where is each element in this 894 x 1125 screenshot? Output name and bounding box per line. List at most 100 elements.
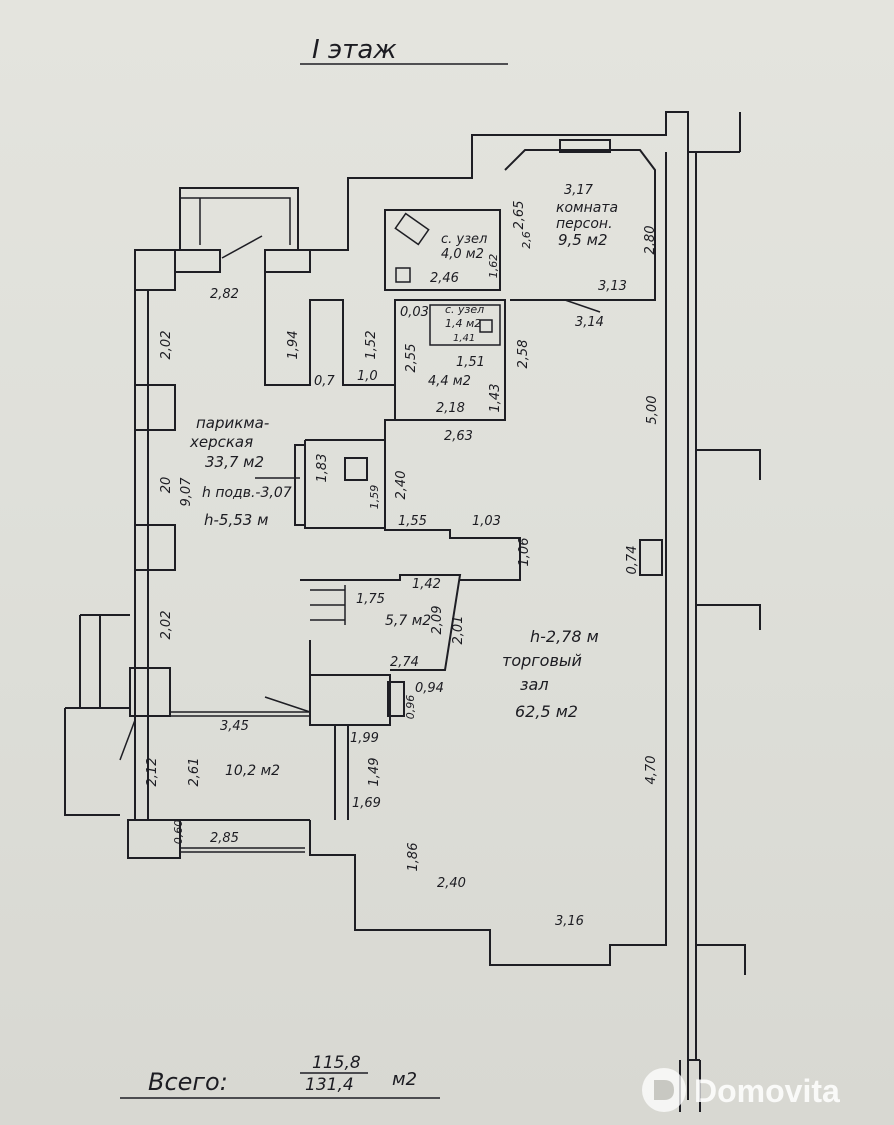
wc-big-name: с. узел [441, 232, 487, 247]
staff-window [559, 139, 611, 153]
room10-window [180, 847, 305, 853]
staff-door [564, 299, 601, 313]
pillar-bottom [129, 667, 171, 717]
entrance-step-left [174, 249, 221, 273]
dim-label: 1,94 [286, 331, 301, 360]
dim-label: 1,59 [368, 485, 381, 510]
sales-hall-area: 62,5 м2 [515, 702, 578, 721]
sales-hall-name-2: зал [520, 675, 549, 694]
hairdresser-right-wall [264, 272, 521, 581]
top-entrance [180, 197, 291, 245]
wc-small-area: 1,4 м2 [445, 317, 481, 330]
dim-label: 3,45 [220, 719, 249, 734]
dim-label: 2,85 [210, 831, 239, 846]
dim-label: 2,82 [210, 287, 239, 302]
dim-label: 2,12 [145, 758, 160, 787]
hairdresser-name-1: парикма- [196, 414, 269, 432]
dim-label: 20 [159, 477, 174, 494]
dim-label: 1,43 [488, 384, 503, 413]
dim-label: 2,80 [643, 226, 658, 255]
hairdresser-basement-height: h подв.-3,07 [202, 485, 292, 501]
dim-label: 1,69 [352, 796, 381, 811]
room-10-area: 10,2 м2 [225, 763, 280, 779]
dim-label: 3,14 [575, 315, 604, 330]
watermark-text: Domovita [694, 1073, 840, 1109]
hairdresser-name-2: херская [189, 433, 253, 451]
dim-label: 3,13 [598, 279, 627, 294]
dim-label: 4,70 [644, 756, 659, 785]
dim-label: 1,62 [487, 254, 500, 279]
dim-label: 2,74 [390, 655, 419, 670]
dim-label: 1,0 [357, 369, 378, 384]
dim-label: 1,06 [517, 538, 532, 567]
toilet-icon [395, 267, 411, 283]
sales-hall-height: h-2,78 м [530, 627, 599, 646]
stair-room-area: 5,7 м2 [385, 613, 431, 629]
corridor-area: 4,4 м2 [428, 374, 471, 389]
dim-label: 1,86 [406, 843, 421, 872]
staff-room-name-1: комната [556, 200, 618, 216]
dim-label: 0,03 [400, 305, 429, 320]
dim-label: 9,07 [179, 477, 194, 507]
wc-big-area: 4,0 м2 [441, 247, 484, 262]
total-area-bottom: 131,4 [305, 1075, 354, 1095]
corridor-outline [394, 299, 506, 421]
room10-right-wall [334, 725, 349, 820]
hall-block [309, 640, 391, 726]
left-exterior-wall [134, 250, 149, 820]
bathtub-icon [394, 212, 430, 246]
porch-outline [64, 614, 130, 816]
dim-label: 2,02 [159, 611, 174, 640]
dim-label: 2,58 [516, 340, 531, 369]
dim-label: 1,42 [412, 577, 441, 592]
stair-room-wall [300, 574, 462, 671]
dim-label: 0,96 [404, 695, 417, 720]
entrance-step-right [264, 249, 311, 273]
dim-label: 3,17 [564, 183, 594, 198]
hairdresser-area: 33,7 м2 [205, 453, 264, 471]
dim-label: 1,83 [315, 454, 330, 483]
dim-label: 1,75 [356, 592, 385, 607]
sales-hall-name-1: торговый [502, 651, 582, 670]
dim-label: 1,52 [364, 331, 379, 360]
column [639, 539, 663, 576]
dim-label: 5,00 [645, 396, 660, 425]
dim-label: 2,55 [404, 344, 419, 373]
stair-box [294, 439, 385, 529]
wc-big-outline [384, 209, 501, 291]
niche [387, 681, 405, 717]
dim-label: 2,40 [437, 876, 466, 891]
watermark-d-glyph [654, 1080, 674, 1100]
chimney [344, 457, 368, 481]
dim-label: 1,99 [350, 731, 379, 746]
dim-label: 1,41 [453, 333, 475, 344]
dim-label: 2,02 [159, 331, 174, 360]
dim-label: 2,18 [436, 401, 465, 416]
dim-label: 0,74 [625, 546, 640, 575]
dim-label: 1,55 [398, 514, 427, 529]
dim-label: 2,65 [512, 201, 527, 230]
pillar-mid [134, 384, 176, 431]
dim-label: 2,01 [451, 616, 466, 645]
right-corridor-wall [679, 112, 761, 1112]
dim-label: 1,49 [367, 758, 382, 787]
dim-label: 1,03 [472, 514, 501, 529]
dim-label: 2,61 [187, 758, 202, 787]
total-area-top: 115,8 [312, 1053, 361, 1073]
dim-label: 2,63 [444, 429, 473, 444]
sink-icon [479, 319, 493, 333]
pillar-top [134, 249, 176, 291]
room10-door [119, 719, 136, 761]
dim-label: 2,46 [430, 271, 459, 286]
stairs [310, 585, 346, 625]
total-label: Всего: [148, 1068, 228, 1096]
interior-door [264, 696, 311, 713]
partition-window [170, 711, 310, 717]
pillar-low [134, 524, 176, 571]
staff-room-area: 9,5 м2 [558, 231, 607, 249]
entrance-door [221, 235, 263, 259]
dim-label: 1,51 [456, 355, 485, 370]
dim-label: 2,40 [394, 471, 409, 500]
